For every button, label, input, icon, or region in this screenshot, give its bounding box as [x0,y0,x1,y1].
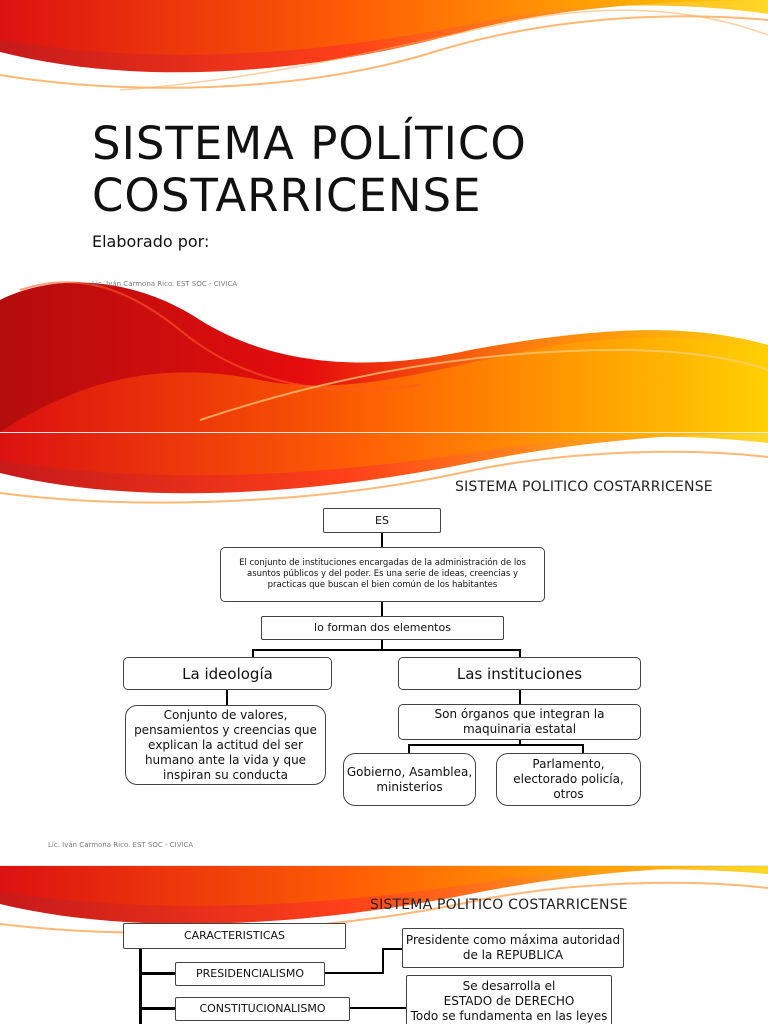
connector [582,744,584,754]
connector [408,744,410,754]
wave-decoration-top [0,433,768,504]
node-gobierno: Gobierno, Asamblea, ministerios [343,753,476,806]
connector [381,601,383,616]
title-line2: COSTARRICENSE [92,169,482,222]
estado-line1: Se desarrolla el [462,979,556,993]
author-credit: Lic. Iván Carmona Rico. EST SOC - CIVICA [48,841,194,849]
connector [226,689,228,705]
connector [519,689,521,705]
node-ideologia-desc: Conjunto de valores, pensamientos y cree… [125,705,326,785]
presentation-title: SISTEMA POLÍTICO COSTARRICENSE [92,118,527,222]
connector [252,649,520,651]
connector [381,639,383,651]
connector [139,1007,175,1010]
node-constitucionalismo: CONSTITUCIONALISMO [175,997,350,1021]
connector [519,739,521,745]
connector [408,744,584,746]
estado-line2: ESTADO de DERECHO [443,994,575,1008]
author-credit: Lic. Iván Carmona Rico. EST SOC - CIVICA [92,280,238,288]
node-instituciones-desc: Son órganos que integran la maquinaria e… [398,704,641,740]
node-ideologia: La ideología [123,657,332,690]
node-es: ES [323,508,441,533]
connector [382,948,384,974]
node-instituciones: Las instituciones [398,657,641,690]
slide-diagram: SISTEMA POLITICO COSTARRICENSE ES El con… [0,433,768,865]
connector [382,948,402,950]
connector [350,1007,406,1009]
node-definition: El conjunto de instituciones encargadas … [220,547,545,602]
connector [139,972,175,975]
slide-title: SISTEMA POLÍTICO COSTARRICENSE Elaborado… [0,0,768,432]
title-line1: SISTEMA POLÍTICO [92,117,527,170]
node-two-elements: lo forman dos elementos [261,616,504,640]
node-estado-derecho: Se desarrolla el ESTADO de DERECHO Todo … [406,975,612,1024]
node-presidencialismo: PRESIDENCIALISMO [175,962,325,986]
slide-heading: SISTEMA POLITICO COSTARRICENSE [370,897,628,913]
subtitle: Elaborado por: [92,232,210,251]
connector [252,649,254,658]
estado-line3: Todo se fundamenta en las leyes [410,1009,608,1023]
connector [519,649,521,658]
connector [381,532,383,547]
node-presidente-desc: Presidente como máxima autoridad de la R… [402,928,624,968]
slide-characteristics: SISTEMA POLITICO COSTARRICENSE CARACTERI… [0,866,768,1024]
connector [139,948,142,1024]
connector [325,972,383,974]
slide-heading: SISTEMA POLITICO COSTARRICENSE [455,479,713,495]
node-parlamento: Parlamento, electorado policía, otros [496,753,641,806]
node-caracteristicas: CARACTERISTICAS [123,923,346,949]
